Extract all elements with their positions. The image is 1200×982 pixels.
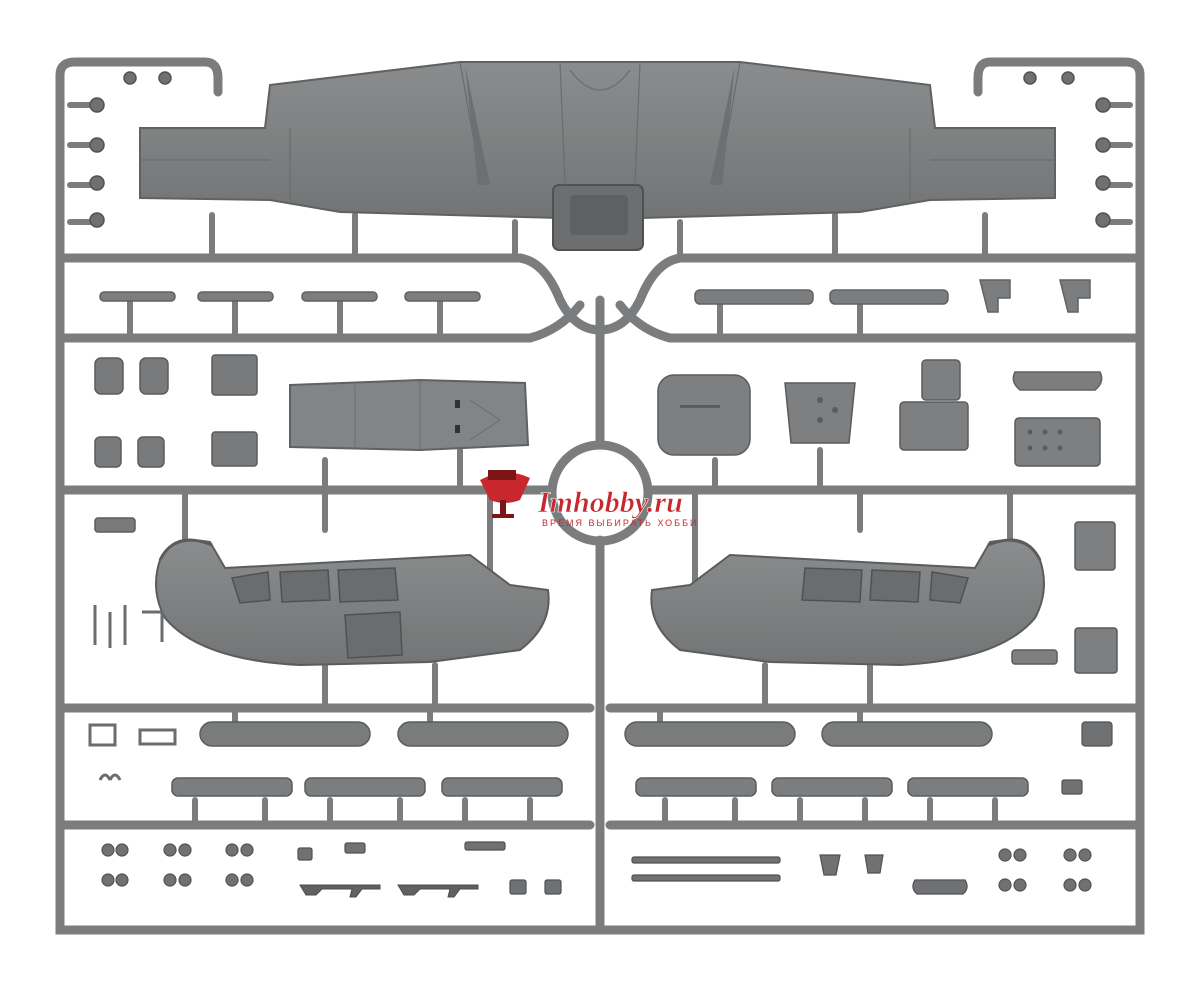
watermark: Imhobby.ru ВРЕМЯ ВЫБИРАТЬ ХОББИ <box>480 470 698 528</box>
rod-parts-left <box>99 289 949 305</box>
tank-parts <box>199 721 993 747</box>
small-parts-left <box>88 605 177 781</box>
sprue-frame <box>55 57 1145 935</box>
watermark-tagline: ВРЕМЯ ВЫБИРАТЬ ХОББИ <box>542 518 698 528</box>
watermark-logo-icon <box>480 470 530 518</box>
panel-parts-right <box>657 359 1118 674</box>
fuselage-left-half <box>155 538 550 667</box>
seat-parts <box>94 354 258 533</box>
pod-parts <box>171 777 1029 797</box>
knob-parts <box>89 71 1111 228</box>
panel-details <box>680 397 1063 451</box>
rifle-parts <box>299 884 479 898</box>
watermark-brand: Imhobby.ru <box>537 486 683 519</box>
floor-panel-part <box>289 378 530 452</box>
small-parts-bottom <box>101 721 1113 895</box>
sprue-gates <box>67 102 1133 828</box>
fuselage-right-half <box>650 538 1045 667</box>
bracket-parts <box>979 279 1103 391</box>
wing-part <box>139 61 1056 251</box>
